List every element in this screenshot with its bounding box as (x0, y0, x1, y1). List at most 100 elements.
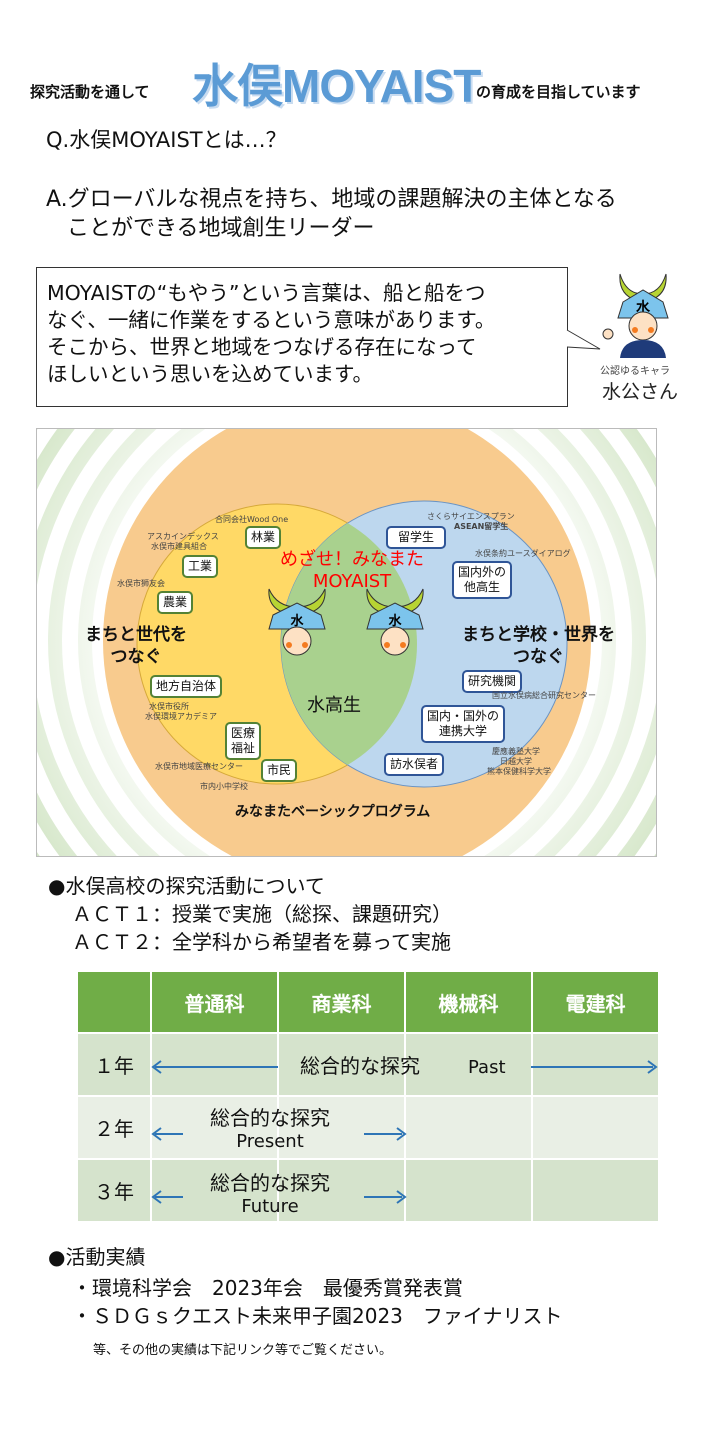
box-agriculture: 農業 (157, 591, 194, 614)
slogan-line-2: MOYAIST (312, 571, 392, 592)
question: Q.水俣MOYAISTとは…？ (46, 128, 287, 152)
arrow-right-icon (364, 1133, 402, 1135)
box-industry: 工業 (182, 555, 219, 578)
left-title-line-1: まちと世代を (85, 625, 187, 645)
note: 市内小中学校 (200, 782, 248, 791)
box-univ-line-2: 連携大学 (439, 724, 488, 738)
note: 水俣条約ユースダイアログ (475, 549, 571, 558)
bubble-line: そこから、世界と地域をつなげる存在になって (47, 335, 477, 359)
note: 水俣市地域医療センター (155, 762, 243, 771)
table-header: 機械科 (404, 970, 533, 1034)
arrow-left-icon (155, 1066, 278, 1068)
box-forestry: 林業 (245, 526, 282, 549)
arrowhead-right-icon (647, 1060, 658, 1074)
year-cell: １年 (76, 1032, 152, 1097)
left-title: まちと世代を つなぐ (85, 624, 187, 668)
mascots-icon: 水 水 (268, 588, 424, 656)
row3-jp: 総合的な探究 (210, 1171, 330, 1195)
arrowhead-right-icon (396, 1127, 407, 1141)
mascot-caption: 公認ゆるキャラ (600, 366, 670, 377)
slogan-line-1: めざせ！みなまた (280, 549, 424, 570)
row2-jp: 総合的な探究 (210, 1106, 330, 1130)
box-research: 研究機関 (462, 670, 523, 693)
mascot-icon: 水 (602, 273, 669, 358)
right-title: まちと学校・世界を つなぐ (462, 624, 615, 668)
note: 熊本保健科学大学 (487, 767, 551, 776)
right-title-line-1: まちと学校・世界を (462, 625, 615, 645)
note: 慶應義塾大学 (492, 747, 540, 756)
act1: ＡＣＴ１：授業で実施（総探、課題研究） (72, 902, 452, 926)
arrow-right-icon (531, 1066, 653, 1068)
box-medical-line-2: 福祉 (231, 741, 256, 755)
header-prefix: 探究活動を通して (30, 83, 150, 101)
box-visitors: 訪水俣者 (384, 753, 445, 776)
bottom-label: みなまたベーシックプログラム (235, 804, 431, 820)
note: 水俣環境アカデミア (145, 712, 217, 721)
act2: ＡＣＴ２：全学科から希望者を募って実施 (72, 930, 451, 954)
box-local-government: 地方自治体 (150, 675, 223, 698)
bubble-line: ほしいという思いを込めています。 (47, 362, 373, 386)
svg-text:水: 水 (290, 613, 304, 629)
bubble-tail-icon (566, 329, 601, 350)
result-item: ・ＳＤＧｓクエスト未来甲子園2023 ファイナリスト (72, 1304, 563, 1328)
arrowhead-left-icon (151, 1060, 162, 1074)
center-label: 水高生 (307, 695, 361, 716)
result-item: ・環境科学会 2023年会 最優秀賞発表賞 (72, 1276, 463, 1300)
row2-en: Present (236, 1131, 304, 1152)
arrowhead-right-icon (396, 1190, 407, 1204)
arrowhead-left-icon (151, 1127, 162, 1141)
mascot-name: 水公さん (602, 381, 679, 403)
moyaist-diagram: めざせ！みなまた MOYAIST 水 水 水高生 まちと世代を つなぐ まちと学… (36, 428, 657, 857)
table-header: 電建科 (531, 970, 660, 1034)
activities-heading: ●水俣高校の探究活動について (48, 874, 325, 898)
box-otherhs-line-2: 他高生 (464, 580, 501, 594)
results-note: 等、その他の実績は下記リンク等でご覧ください。 (93, 1343, 393, 1358)
note: 日越大学 (500, 757, 532, 766)
box-medical-line-1: 医療 (231, 726, 256, 740)
row1-en: Past (468, 1057, 506, 1078)
answer-line-1: A.グローバルな視点を持ち、地域の課題解決の主体となる (46, 187, 617, 212)
note: 水俣市役所 (149, 702, 189, 711)
arrowhead-left-icon (151, 1190, 162, 1204)
table-header-blank (76, 970, 152, 1034)
department-table: 普通科 商業科 機械科 電建科 １年 ２年 ３年 (76, 970, 660, 1223)
table-row: １年 (76, 1032, 660, 1097)
box-otherhs-line-1: 国内外の (458, 565, 507, 579)
bubble-line: なぐ、一緒に作業をするという意味があります。 (47, 308, 496, 332)
speech-bubble: MOYAISTの“もやう”という言葉は、船と船をつ なぐ、一緒に作業をするという… (36, 267, 568, 407)
box-universities: 国内・国外の連携大学 (421, 705, 506, 743)
page-title: 水俣MOYAIST (192, 60, 481, 112)
box-citizen: 市民 (261, 759, 298, 782)
bubble-line: MOYAISTの“もやう”という言葉は、船と船をつ (47, 281, 486, 305)
answer-line-2: ことができる地域創生リーダー (67, 216, 375, 241)
note: 水俣市建具組合 (151, 542, 207, 551)
results-heading: ●活動実績 (48, 1245, 146, 1269)
right-title-line-2: つなぐ (513, 647, 564, 667)
svg-text:水: 水 (636, 299, 651, 316)
note: さくらサイエンスプラン (427, 512, 515, 521)
table-header: 商業科 (277, 970, 406, 1034)
box-other-high-schools: 国内外の他高生 (452, 561, 513, 599)
box-univ-line-1: 国内・国外の (427, 709, 500, 723)
overlap-lens (281, 504, 417, 784)
arrow-right-icon (364, 1196, 402, 1198)
arrow-left-icon (155, 1196, 183, 1198)
note: 国立水俣病総合研究センター (492, 691, 596, 700)
table-header: 普通科 (150, 970, 279, 1034)
year-cell: ３年 (76, 1158, 152, 1223)
note: ASEAN留学生 (454, 522, 509, 531)
box-exchange-students: 留学生 (386, 526, 447, 549)
arrow-left-icon (155, 1133, 183, 1135)
note: アスカインデックス (147, 532, 219, 541)
note: 合同会社Wood One (215, 515, 289, 524)
svg-text:水: 水 (388, 613, 402, 629)
diagram-background (37, 429, 656, 856)
table-header-row: 普通科 商業科 機械科 電建科 (76, 970, 660, 1034)
row1-text: 総合的な探究 (300, 1054, 420, 1078)
row3-en: Future (241, 1196, 299, 1217)
note: 水俣市狮友会 (117, 579, 165, 588)
year-cell: ２年 (76, 1095, 152, 1160)
header-suffix: の育成を目指しています (476, 83, 641, 101)
